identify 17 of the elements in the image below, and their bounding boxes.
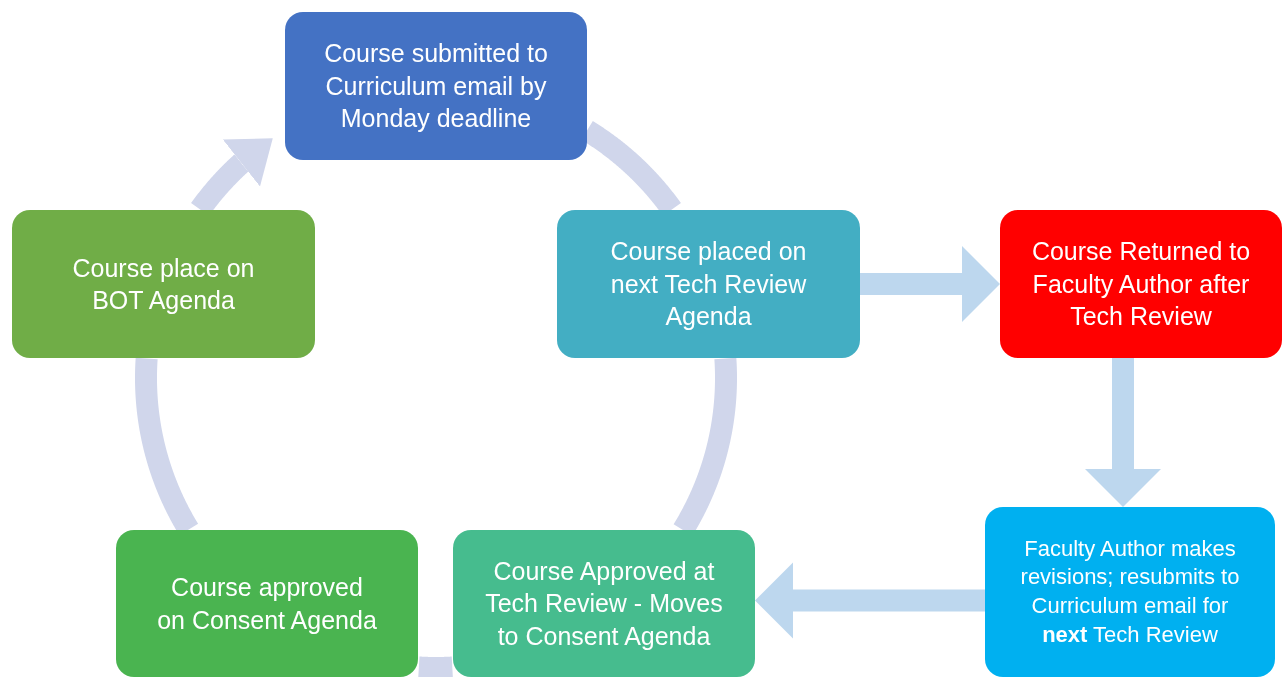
process-box <box>12 210 315 358</box>
block-arrow <box>860 246 1000 322</box>
step-text: Course Approved at Tech Review - Moves to Consent Agenda <box>484 555 724 652</box>
process-box <box>557 210 860 358</box>
process-box <box>453 530 755 677</box>
step-text: Course Returned to Faculty Author after Tech Review <box>1030 236 1252 333</box>
process-box <box>116 530 418 677</box>
process-box <box>985 507 1275 677</box>
step-text: Course place on BOT Agenda <box>72 252 255 316</box>
process-box <box>1000 210 1282 358</box>
block-arrow <box>755 562 985 639</box>
step-text: Course submitted to Curriculum email by Monday deadline <box>323 38 549 135</box>
process-box <box>285 12 587 160</box>
block-arrow <box>1085 358 1161 507</box>
step-text: Course approved on Consent Agenda <box>156 572 378 636</box>
step-text: Faculty Author makes revisions; resubmits to Curriculum email for next Tech Review <box>1019 534 1241 649</box>
step-text: Course placed on next Tech Review Agenda <box>609 236 808 333</box>
